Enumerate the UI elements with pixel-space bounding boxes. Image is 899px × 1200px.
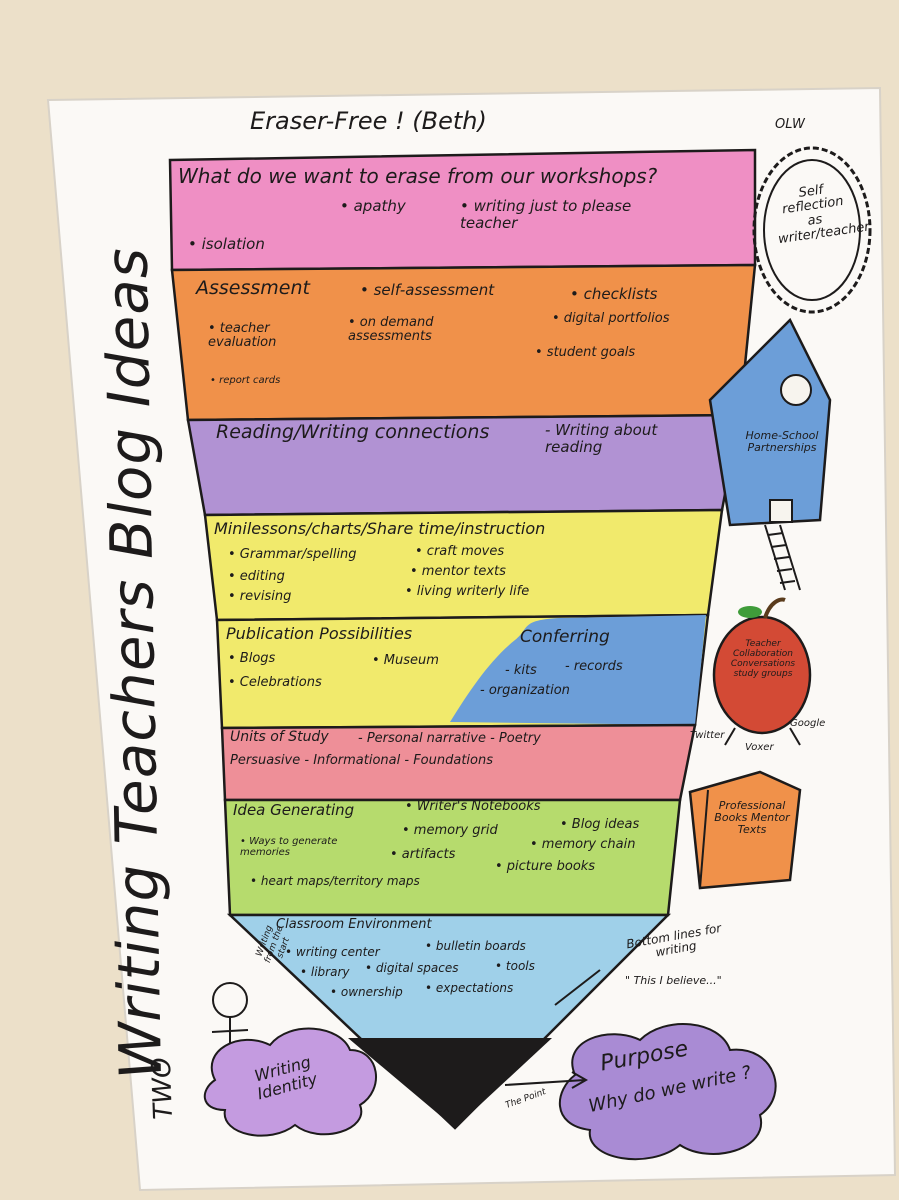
erase-item-isolation: • isolation: [188, 235, 265, 253]
home-school-text: Home-School Partnerships: [745, 429, 819, 455]
erase-item-apathy: • apathy: [340, 197, 406, 215]
class-item-tools: • tools: [495, 959, 535, 973]
mini-item-craft: • craft moves: [415, 544, 505, 559]
house-ladder: [764, 524, 801, 591]
conferring-item-kits: - kits: [505, 663, 537, 678]
teacher-collab-text: Teacher Collaboration Conversations stud…: [730, 639, 796, 679]
twitter-label: Twitter: [690, 730, 725, 741]
units-line2: Persuasive - Informational - Foundations: [230, 753, 494, 768]
erase-item-please: • writing just to please teacher: [460, 197, 632, 232]
class-item-digital: • digital spaces: [365, 961, 459, 975]
mini-item-grammar: • Grammar/spelling: [228, 547, 357, 562]
pub-item-celebrations: • Celebrations: [228, 675, 322, 690]
pub-item-blogs: • Blogs: [228, 651, 276, 666]
idea-item-artifacts: • artifacts: [390, 847, 456, 862]
book-text: Professional Books Mentor Texts: [714, 799, 790, 837]
band-classroom: [226, 913, 672, 1130]
assessment-item-portfolios: • digital portfolios: [552, 311, 670, 326]
units-line1: - Personal narrative - Poetry: [358, 731, 541, 746]
mini-item-revising: • revising: [228, 589, 292, 604]
pub-item-museum: • Museum: [372, 653, 439, 668]
class-item-center: • writing center: [285, 945, 380, 959]
band-conferring: [450, 615, 706, 725]
reading-heading: Reading/Writing connections: [216, 421, 490, 443]
conferring-heading: Conferring: [520, 627, 610, 647]
assessment-item-goals: • student goals: [535, 345, 636, 360]
classroom-heading: Classroom Environment: [276, 917, 432, 932]
top-title: Eraser-Free ! (Beth): [250, 107, 487, 135]
idea-item-notebooks: • Writer's Notebooks: [405, 799, 541, 814]
mini-item-editing: • editing: [228, 569, 285, 584]
side-title: Writing Teachers Blog Ideas: [92, 246, 175, 1081]
minilessons-heading: Minilessons/charts/Share time/instructio…: [214, 519, 546, 538]
erase-question: What do we want to erase from our worksh…: [178, 164, 658, 188]
house-window: [780, 374, 812, 406]
assessment-item-ondemand: • on demand assessments: [348, 315, 434, 345]
idea-item-heart: • heart maps/territory maps: [250, 874, 420, 888]
class-item-ownership: • ownership: [330, 985, 403, 999]
mini-item-mentor: • mentor texts: [410, 564, 506, 579]
idea-item-grid: • memory grid: [402, 823, 498, 838]
point-arrow: [504, 1071, 589, 1089]
house-shape: [708, 317, 832, 527]
units-heading: Units of Study: [230, 729, 329, 745]
idea-heading: Idea Generating: [233, 801, 355, 819]
identity-cloud: [203, 1027, 377, 1137]
google-label: Google: [790, 718, 826, 729]
self-reflection-text: Self reflection as writer/teacher: [777, 182, 871, 248]
mini-item-living: • living writerly life: [405, 584, 530, 599]
assessment-item-teacher: • teacher evaluation: [208, 321, 277, 351]
assessment-item-self: • self-assessment: [360, 281, 495, 299]
olw-circle: [752, 146, 872, 314]
class-item-library: • library: [300, 965, 350, 979]
reading-note: - Writing about reading: [545, 421, 658, 456]
assessment-item-report: • report cards: [210, 375, 281, 386]
class-item-bulletin: • bulletin boards: [425, 939, 526, 953]
idea-item-chain: • memory chain: [530, 837, 636, 852]
book-shape: [688, 770, 802, 890]
voxer-label: Voxer: [745, 742, 774, 753]
olw-label: OLW: [775, 117, 805, 132]
conferring-item-records: - records: [565, 659, 623, 674]
conferring-item-organization: - organization: [480, 683, 570, 698]
class-item-expectations: • expectations: [425, 981, 514, 995]
assessment-heading: Assessment: [196, 277, 310, 299]
apple-shape: [712, 615, 812, 735]
idea-item-picture: • picture books: [495, 859, 596, 874]
idea-item-blog: • Blog ideas: [560, 817, 640, 832]
idea-item-ways: • Ways to generate memories: [240, 836, 338, 858]
believe-text: " This I believe...": [625, 974, 722, 987]
pencil-tip: [348, 1038, 552, 1128]
purpose-cloud: [558, 1023, 777, 1161]
publication-heading: Publication Possibilities: [226, 624, 413, 643]
assessment-item-checklists: • checklists: [570, 285, 658, 303]
